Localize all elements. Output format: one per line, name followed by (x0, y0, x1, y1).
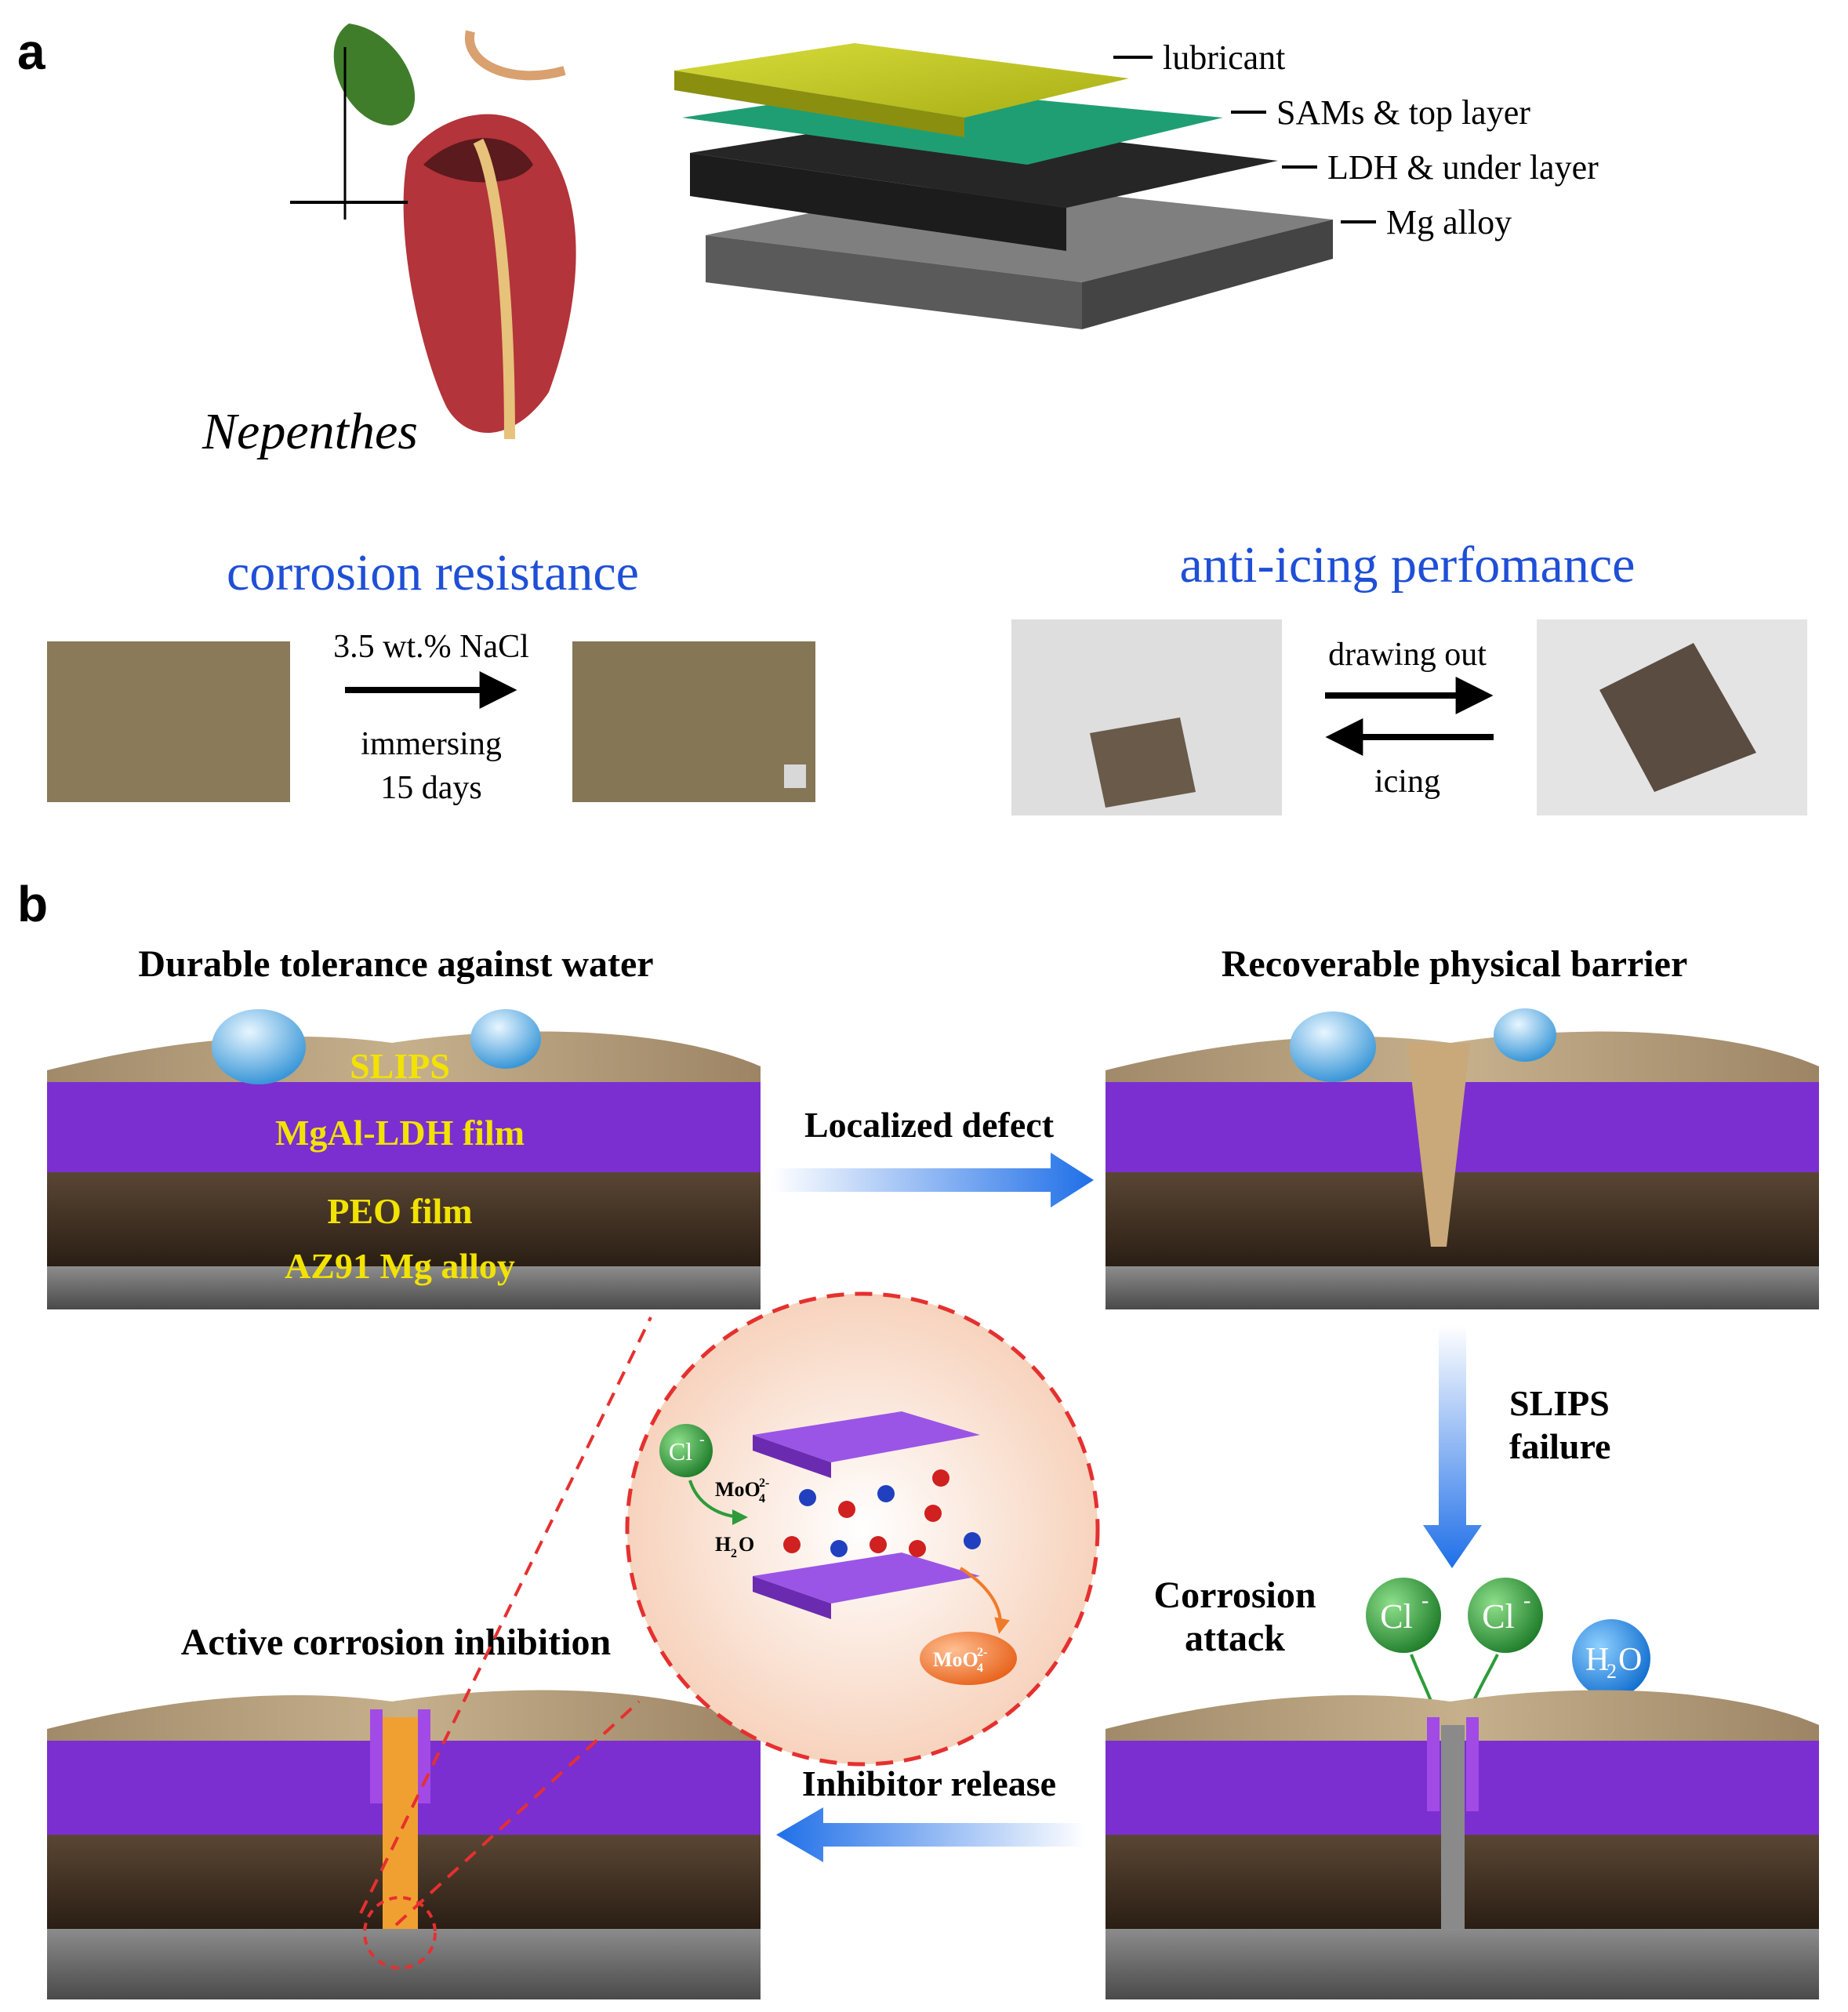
svg-text:O: O (739, 1533, 754, 1556)
svg-text:2: 2 (731, 1547, 737, 1560)
svg-text:MoO: MoO (715, 1478, 761, 1501)
plant-name: Nepenthes (202, 403, 418, 460)
coating-block-inhibition (47, 1690, 761, 1999)
layer-label-sams: SAMs & top layer (1276, 93, 1530, 132)
localized-defect-label: Localized defect (804, 1105, 1055, 1145)
localized-defect-arrow (772, 1153, 1094, 1208)
svg-text:2-: 2- (759, 1476, 769, 1490)
inhibitor-release-arrow (776, 1807, 1086, 1862)
anti-icing-title: anti-icing perfomance (1180, 536, 1636, 594)
chloride-ion-detail: Cl - (659, 1424, 713, 1477)
svg-text:-: - (1523, 1589, 1530, 1613)
molybdate-ion-released: MoO 4 2- (920, 1632, 1017, 1685)
corrosion-attack-label-1: Corrosion (1153, 1574, 1316, 1616)
zoom-line-upper (359, 1317, 652, 1914)
title-active-inhibition: Active corrosion inhibition (181, 1622, 611, 1663)
layer-stack-illustration (674, 43, 1333, 329)
water-molecule-bubble: H 2 O (1572, 1619, 1650, 1698)
coating-block-attack (1106, 1690, 1819, 1999)
svg-text:MoO: MoO (933, 1648, 978, 1671)
title-recoverable-barrier: Recoverable physical barrier (1222, 943, 1688, 985)
molybdate-release-path (959, 1567, 1010, 1634)
ldh-interlayer-detail (753, 1411, 981, 1619)
icing-back-label: icing (1374, 764, 1440, 800)
svg-text:2: 2 (1607, 1660, 1617, 1683)
corrosion-attack-label-2: attack (1185, 1618, 1285, 1659)
title-durable-tolerance: Durable tolerance against water (138, 943, 653, 985)
corrosion-condition-bottom: 15 days (380, 770, 482, 806)
svg-text:Cl: Cl (669, 1437, 692, 1465)
inhibitor-release-label: Inhibitor release (802, 1763, 1056, 1803)
corrosion-condition-mid: immersing (361, 726, 502, 762)
svg-text:Cl: Cl (1482, 1597, 1515, 1636)
chloride-ion-1: Cl - (1366, 1578, 1441, 1653)
svg-text:-: - (699, 1431, 705, 1448)
icing-forward-label: drawing out (1328, 637, 1487, 673)
corrosion-condition-top: 3.5 wt.% NaCl (333, 629, 529, 665)
svg-text:4: 4 (759, 1492, 765, 1505)
corrosion-resistance-title: corrosion resistance (227, 544, 639, 601)
layer-label-slips: SLIPS (350, 1046, 450, 1086)
slips-failure-label-1: SLIPS (1509, 1383, 1610, 1423)
svg-text:4: 4 (977, 1662, 983, 1675)
nepenthes-illustration (290, 24, 576, 440)
zoom-source-circle (363, 1896, 437, 1970)
panel-b-label: b (17, 876, 48, 932)
sample-after-photo (572, 641, 815, 802)
chloride-exchange-path (688, 1480, 748, 1525)
svg-text:-: - (1421, 1589, 1429, 1613)
layer-label-az91: AZ91 Mg alloy (285, 1246, 515, 1286)
chloride-ion-2: Cl - (1468, 1578, 1543, 1653)
svg-text:O: O (1618, 1642, 1642, 1678)
coating-block-defect (1106, 1008, 1819, 1309)
layer-label-mg-alloy: Mg alloy (1386, 203, 1512, 242)
layer-leader-lines (1113, 56, 1376, 223)
zoom-detail-circle (625, 1291, 1100, 1767)
svg-text:Cl: Cl (1380, 1597, 1413, 1636)
layer-label-ldh: LDH & under layer (1327, 148, 1599, 187)
water-label-in-circle: H 2 O (715, 1533, 754, 1560)
sample-before-photo (47, 641, 290, 802)
svg-text:H: H (715, 1533, 731, 1556)
layer-label-lubricant: lubricant (1163, 38, 1285, 77)
slips-failure-arrow (1423, 1325, 1482, 1568)
layer-label-mgal-ldh: MgAl-LDH film (275, 1113, 525, 1153)
molybdate-label-in-circle: MoO 4 2- (715, 1476, 769, 1505)
layer-label-peo: PEO film (327, 1191, 472, 1231)
svg-text:2-: 2- (977, 1646, 987, 1659)
coating-block-intact (47, 1009, 761, 1309)
slips-failure-label-2: failure (1509, 1426, 1610, 1466)
svg-text:H: H (1585, 1642, 1609, 1678)
panel-a-label: a (17, 24, 45, 80)
zoom-line-lower (394, 1700, 641, 1927)
